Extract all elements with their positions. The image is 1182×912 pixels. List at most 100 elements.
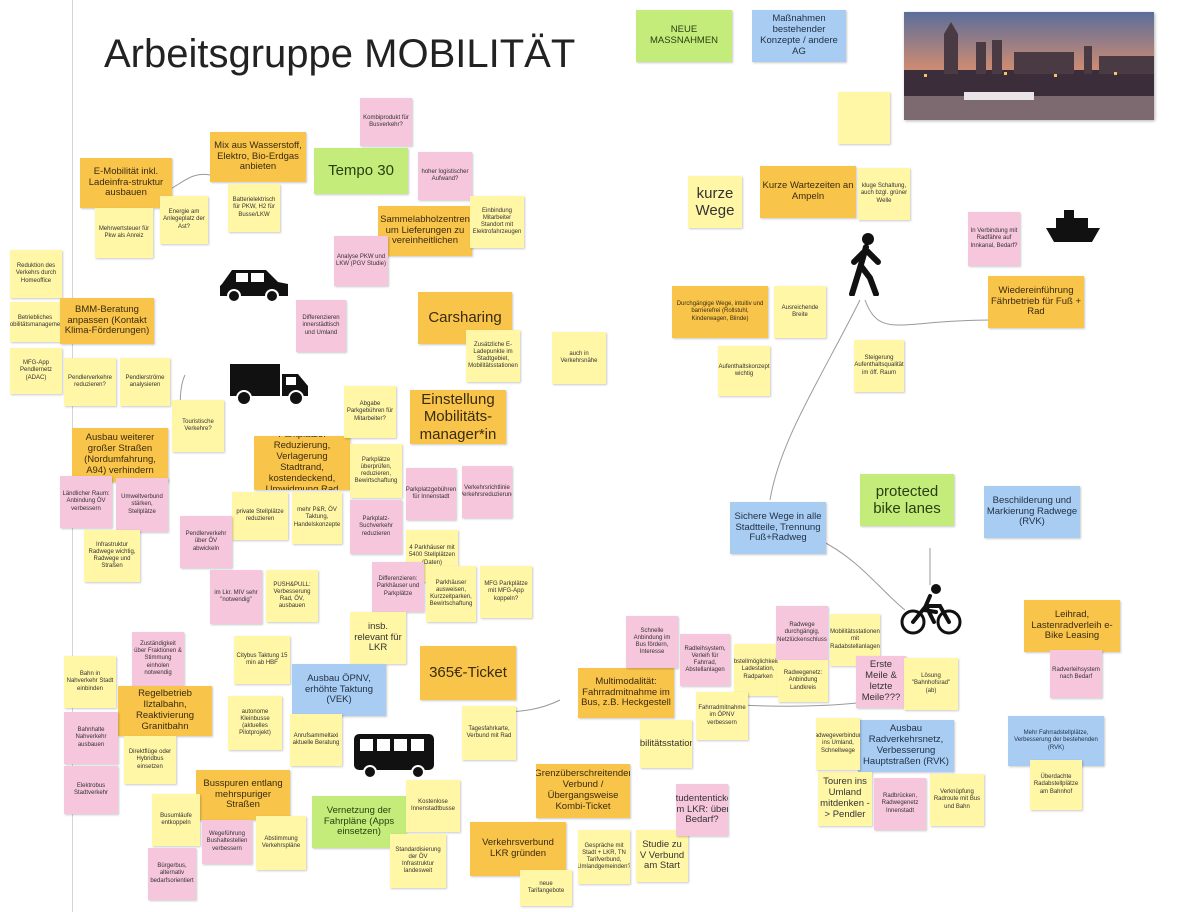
sticky-note[interactable]: Busspuren entlang mehrspuriger Straßen (196, 770, 290, 820)
sticky-note[interactable]: Steigerung Aufenthaltsqualität im öff. R… (854, 340, 904, 392)
sticky-note[interactable]: PUSH&PULL: Verbesserung Rad, ÖV, ausbaue… (266, 570, 318, 622)
sticky-note[interactable]: BMM-Beratung anpassen (Kontakt Klima-För… (60, 298, 154, 344)
sticky-note[interactable] (838, 92, 890, 144)
sticky-note[interactable]: Sammelabholzentren um Lieferungen zu ver… (378, 206, 472, 256)
sticky-note[interactable]: Abgabe Parkgebühren für Mitarbeiter? (344, 386, 396, 438)
sticky-note[interactable]: E-Mobilität inkl. Ladeinfra-struktur aus… (80, 158, 172, 208)
sticky-note[interactable]: Citybus Taktung 15 min ab HBF (234, 636, 290, 684)
sticky-note[interactable]: Parkplatz-Suchverkehr reduzieren (350, 500, 402, 554)
sticky-note[interactable]: hoher logistischer Aufwand? (418, 152, 472, 200)
sticky-note[interactable]: im Lkr. MIV sehr "notwendig" (210, 570, 262, 624)
sticky-note[interactable]: Anrufsammeltaxi aktuelle Beratung (290, 714, 342, 766)
sticky-note[interactable]: Aufenthaltskonzept wichtig (718, 346, 770, 396)
sticky-note[interactable]: Einstellung Mobilitäts-manager*in (410, 390, 506, 444)
sticky-note[interactable]: Überdachte Radabstellplätze am Bahnhof (1030, 760, 1082, 810)
sticky-note[interactable]: Parkplatzgebühren für Innenstadt (406, 468, 456, 520)
sticky-note[interactable]: Verkehrsrichtlinie Verkehrsreduzierung (462, 466, 512, 518)
sticky-note[interactable]: Parkplätze: Reduzierung, Verlagerung Sta… (254, 436, 350, 490)
sticky-note[interactable]: Umweltverbund stärken, Stellplätze (116, 478, 168, 532)
sticky-note[interactable]: Mehr Fahrradstellplätze, Verbesserung de… (1008, 716, 1104, 766)
sticky-note[interactable]: Ausbau weiterer großer Straßen (Nordumfa… (72, 428, 168, 482)
sticky-note[interactable]: Differenzieren innerstädtisch und Umland (296, 300, 346, 352)
sticky-note[interactable]: Standardisierung der ÖV Infrastruktur la… (390, 834, 446, 888)
sticky-note[interactable]: Mix aus Wasserstoff, Elektro, Bio-Erdgas… (210, 132, 306, 182)
sticky-note[interactable]: Radleihsystem, Verleih für Fahrrad, Abst… (680, 634, 730, 686)
sticky-note[interactable]: Abstimmung Verkehrspläne (256, 816, 306, 870)
sticky-note[interactable]: Leihrad, Lastenradverleih e-Bike Leasing (1024, 600, 1120, 652)
sticky-note[interactable]: MFG-App Pendlernetz (ADAC) (10, 348, 62, 394)
sticky-note[interactable]: Verknüpfung Radroute mit Bus und Bahn (930, 774, 984, 826)
sticky-note[interactable]: Multimodalität: Fahrradmitnahme im Bus, … (578, 668, 674, 718)
legend-new-measures[interactable]: NEUE MASSNAHMEN (636, 10, 732, 62)
sticky-note[interactable]: Zuständigkeit über Fraktionen & Stimmung… (132, 632, 184, 686)
sticky-note[interactable]: private Stellplätze reduzieren (232, 492, 288, 540)
sticky-note[interactable]: Parkplätze überprüfen, reduzieren, Bewir… (350, 444, 402, 498)
sticky-note[interactable]: kluge Schaltung, auch bzgl. grüner Welle (858, 168, 910, 220)
sticky-note[interactable]: Parkhäuser ausweisen, Kurzzeitparken, Be… (426, 566, 476, 622)
sticky-note[interactable]: Kostenlose Innenstadtbusse (406, 780, 460, 832)
sticky-note[interactable]: Zusätzliche E-Ladepunkte im Stadtgebiet,… (466, 330, 520, 382)
sticky-note[interactable]: Radbrücken, Radwegenetz Innenstadt (874, 778, 926, 830)
sticky-note[interactable]: Mobilitätsstationen (640, 720, 692, 768)
sticky-note[interactable]: Grenzüberschreitender Verbund / Übergang… (536, 764, 630, 818)
sticky-note[interactable]: kurze Wege (688, 176, 742, 228)
sticky-note[interactable]: Ausbau ÖPNV, erhöhte Taktung (VEK) (292, 664, 386, 716)
sticky-note[interactable]: Touren ins Umland mitdenken -> Pendler (818, 772, 872, 826)
sticky-note[interactable]: Infrastruktur Radwege wichtig, Radwege u… (84, 530, 140, 582)
sticky-note[interactable]: Ausbau Radverkehrsnetz, Verbesserung Hau… (858, 720, 954, 772)
sticky-note[interactable]: Radwegenetz: Anbindung Landkreis (778, 660, 828, 702)
sticky-note[interactable]: Studententicket im LKR: über Bedarf? (676, 784, 728, 836)
sticky-note[interactable]: Lösung "Bahnhofsrad" (ab) (904, 658, 958, 710)
sticky-note[interactable]: Bürgerbus, alternativ bedarfsorientiert (148, 848, 196, 900)
sticky-note[interactable]: Analyse PKW und LKW (PGV Studie) (334, 236, 388, 286)
sticky-note[interactable]: Busumläufe entkoppeln (152, 794, 200, 846)
sticky-note[interactable]: Ausreichende Breite (774, 286, 826, 338)
sticky-note[interactable]: autonome Kleinbusse (aktuelles Pilotproj… (228, 696, 282, 750)
sticky-note[interactable]: Bahnhalte Nahverkehr ausbauen (64, 712, 118, 764)
sticky-note[interactable]: Regelbetrieb Ilztalbahn, Reaktivierung G… (118, 686, 212, 736)
sticky-note[interactable]: Energie am Anlegeplatz der Ast? (160, 196, 208, 244)
sticky-note[interactable]: Direktflüge oder Hybridbus einsetzen (124, 736, 176, 784)
sticky-note[interactable]: Mehrwertsteuer für Pkw als Anreiz (95, 208, 153, 258)
sticky-note[interactable]: Verkehrsverbund LKR gründen (470, 822, 566, 876)
sticky-note[interactable]: Kombiprodukt für Busverkehr? (360, 98, 412, 146)
sticky-note[interactable]: Beschilderung und Markierung Radwege (RV… (984, 486, 1080, 538)
sticky-note[interactable]: Sichere Wege in alle Stadtteile, Trennun… (730, 502, 826, 554)
sticky-note[interactable]: mehr P&R, ÖV Taktung, Handelskonzepte (292, 492, 342, 544)
sticky-note[interactable]: Wegeführung Bushaltestellen verbessern (202, 820, 252, 864)
sticky-note[interactable]: Betriebliches Mobilitätsmanagement (10, 302, 60, 342)
sticky-note[interactable]: Pendlerverkehre reduzieren? (64, 358, 116, 406)
sticky-note[interactable]: insb. relevant für LKR (350, 612, 406, 664)
sticky-note[interactable]: MFG Parkplätze mit MFG-App koppeln? (480, 566, 532, 618)
sticky-note[interactable]: In Verbindung mit Radfähre auf Innkanal,… (968, 212, 1020, 266)
sticky-note[interactable]: Ländlicher Raum: Anbindung ÖV verbessern (60, 476, 112, 528)
sticky-note[interactable]: Tagesfahrkarte, Verbund mit Rad (462, 706, 516, 760)
sticky-note[interactable]: Studie zu V Verbund am Start (636, 830, 688, 882)
sticky-note[interactable]: Kurze Wartezeiten an Ampeln (760, 166, 856, 218)
sticky-note[interactable]: Tempo 30 (314, 148, 408, 194)
sticky-note[interactable]: auch in Verkehrsnähe (552, 332, 606, 384)
sticky-note[interactable]: Schnelle Anbindung im Bus fördern, Inter… (626, 616, 678, 668)
sticky-note[interactable]: Radwege durchgängig, Netzlückenschluss (776, 606, 828, 660)
sticky-note[interactable]: Einbindung Mitarbeiter Standort mit Elek… (470, 196, 524, 248)
sticky-note[interactable]: Gespräche mit Stadt + LKR, TN Tarifverbu… (578, 830, 630, 884)
sticky-note[interactable]: protected bike lanes (860, 474, 954, 526)
sticky-note[interactable]: Batterielektrisch für PKW, H2 für Busse/… (228, 184, 280, 232)
sticky-note[interactable]: Reduktion des Verkehrs durch Homeoffice (10, 250, 62, 298)
sticky-note[interactable]: Fahrradmitnahme im ÖPNV verbessern (696, 692, 748, 740)
sticky-note[interactable]: Bahn in Nahverkehr Stadt einbinden (64, 656, 116, 708)
legend-existing-measures[interactable]: Maßnahmen bestehender Konzepte / andere … (752, 10, 846, 62)
sticky-note[interactable]: Durchgängige Wege, intuitiv und barriere… (672, 286, 768, 338)
sticky-note[interactable]: Erste Meile & letzte Meile??? (856, 656, 906, 708)
sticky-note[interactable]: Touristische Verkehre? (172, 400, 224, 452)
sticky-note[interactable]: Radwegeverbindung ins Umland, Schnellweg… (816, 718, 860, 770)
sticky-note[interactable]: 365€-Ticket (420, 646, 516, 700)
sticky-note[interactable]: Pendlerströme analysieren (120, 358, 170, 406)
sticky-note[interactable]: neue Tarifangebote (520, 870, 572, 906)
sticky-note[interactable]: Wiedereinführung Fährbetrieb für Fuß + R… (988, 276, 1084, 328)
sticky-note[interactable]: Abstellmöglichkeiten, Ladestation, Radpa… (734, 644, 782, 696)
sticky-note[interactable]: Mobilitätsstationen mit Radabstellanlage… (830, 614, 880, 666)
sticky-note[interactable]: Pendlerverkehr über ÖV abwickeln (180, 516, 232, 568)
sticky-note[interactable]: Elektrobus Stadtverkehr (64, 766, 118, 814)
sticky-note[interactable]: Radverleihsystem nach Bedarf (1050, 650, 1102, 698)
